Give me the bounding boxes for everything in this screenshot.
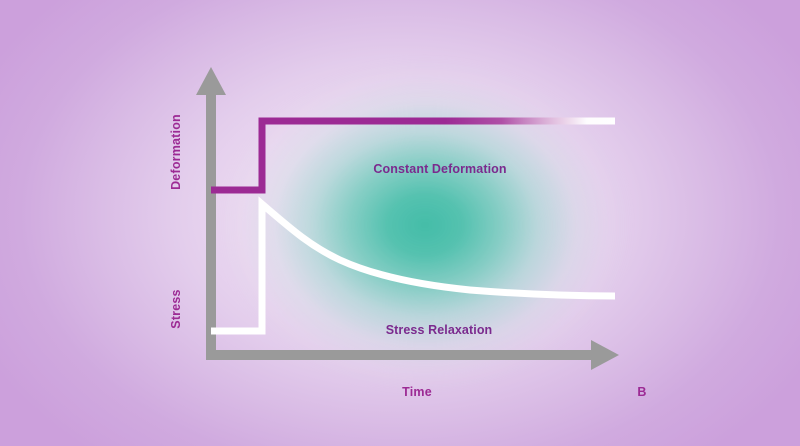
y-axis: [196, 67, 226, 356]
annotation-constant-deformation: Constant Deformation: [373, 162, 507, 176]
x-axis: [206, 340, 619, 370]
x-axis-label-time: Time: [402, 385, 432, 399]
y-axis-label-stress: Stress: [169, 289, 183, 329]
deformation-curve: [211, 117, 615, 194]
annotation-stress-relaxation: Stress Relaxation: [385, 323, 493, 337]
y-axis-label-deformation: Deformation: [169, 114, 183, 190]
stress-curve: [211, 196, 616, 335]
corner-label-b: B: [637, 385, 647, 399]
